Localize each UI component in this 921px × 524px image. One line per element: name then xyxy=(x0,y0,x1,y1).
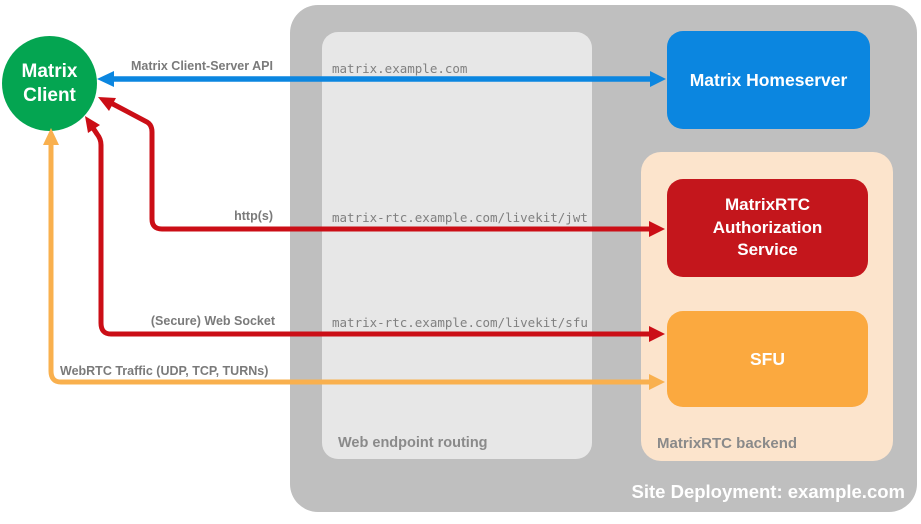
web-endpoint-routing-container xyxy=(322,32,592,459)
websocket-arrowhead-client-icon xyxy=(85,116,100,133)
webrtc-label: WebRTC Traffic (UDP, TCP, TURNs) xyxy=(60,364,269,378)
backend-container-label: MatrixRTC backend xyxy=(657,435,798,452)
client-server-api-label: Matrix Client-Server API xyxy=(131,59,273,73)
homeserver-endpoint-url: matrix.example.com xyxy=(332,61,468,76)
sfu-label: SFU xyxy=(750,348,785,369)
matrix-homeserver-label: Matrix Homeserver xyxy=(689,69,848,90)
client-server-api-arrowhead-left-icon xyxy=(97,71,114,87)
matrixrtc-auth-service-label: MatrixRTC Authorization Service xyxy=(712,194,823,260)
http-label: http(s) xyxy=(234,209,273,223)
jwt-endpoint-url: matrix-rtc.example.com/livekit/jwt xyxy=(332,210,588,225)
matrix-client-node: Matrix Client xyxy=(2,36,97,131)
sfu-node: SFU xyxy=(667,311,868,407)
matrix-homeserver-node: Matrix Homeserver xyxy=(667,31,870,129)
matrix-client-label: Matrix Client xyxy=(21,60,78,106)
websocket-label: (Secure) Web Socket xyxy=(150,314,275,328)
routing-container-label: Web endpoint routing xyxy=(338,435,488,451)
site-deployment-label: Site Deployment: example.com xyxy=(631,481,905,502)
http-arrowhead-client-icon xyxy=(98,97,116,111)
sfu-endpoint-url: matrix-rtc.example.com/livekit/sfu xyxy=(332,315,588,330)
matrixrtc-auth-service-node: MatrixRTC Authorization Service xyxy=(667,179,868,277)
